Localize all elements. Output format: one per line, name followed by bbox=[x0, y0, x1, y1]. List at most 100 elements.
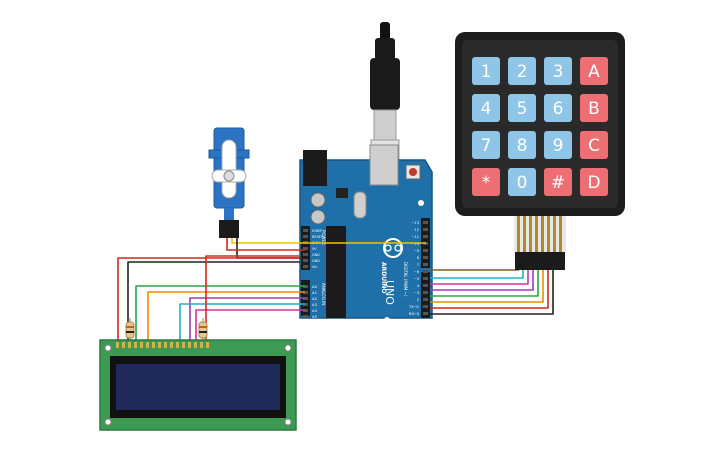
keypad-key-label: 6 bbox=[553, 99, 564, 119]
arduino-uno-board: ARDUINO UNO DIGITAL (PWM ~) POWER ANALOG… bbox=[299, 144, 433, 323]
keypad-key-face bbox=[508, 94, 536, 122]
digital-pin-label: 8 bbox=[417, 256, 420, 260]
board-model-label: UNO bbox=[383, 280, 396, 305]
digital-pin-label: ~5 bbox=[414, 277, 419, 281]
keypad-key: 6 bbox=[544, 94, 572, 122]
wire-keypad-3 bbox=[430, 270, 529, 285]
keypad-key: A bbox=[580, 57, 608, 85]
ribbon-strand bbox=[523, 216, 526, 252]
keypad-ribbon bbox=[514, 216, 566, 252]
digital-pin bbox=[423, 221, 428, 224]
capacitor bbox=[310, 192, 326, 208]
wire-servo-gnd bbox=[236, 238, 305, 259]
servo-motor bbox=[208, 127, 250, 238]
lcd-pin bbox=[128, 342, 131, 348]
lcd-pin bbox=[176, 342, 179, 348]
ribbon-base bbox=[514, 216, 566, 252]
power-header-label: POWER bbox=[321, 230, 326, 245]
keypad-key-label: D bbox=[587, 173, 600, 193]
keypad-key-face bbox=[508, 168, 536, 196]
ribbon-strand bbox=[559, 216, 562, 252]
arduino-logo bbox=[383, 238, 403, 258]
analog-pin bbox=[303, 309, 308, 312]
keypad-key-face bbox=[580, 168, 608, 196]
power-pin-label: Vin bbox=[312, 265, 317, 269]
analog-pin-label: A0 bbox=[312, 284, 318, 289]
digital-pin-label: 2 bbox=[417, 298, 419, 302]
keypad-key: 7 bbox=[472, 131, 500, 159]
digital-pin-label: ~9 bbox=[414, 249, 420, 253]
power-pin bbox=[303, 265, 308, 268]
analog-pin bbox=[303, 285, 308, 288]
keypad-key: 4 bbox=[472, 94, 500, 122]
wire-keypad-7 bbox=[430, 270, 549, 309]
analog-pin-label: A4 bbox=[312, 308, 318, 313]
digital-pin-label: ~11 bbox=[411, 235, 419, 239]
digital-pin bbox=[423, 228, 428, 231]
keypad-key-label: 1 bbox=[481, 62, 492, 82]
ribbon-strand bbox=[547, 216, 550, 252]
digital-header-label: DIGITAL (PWM ~) bbox=[403, 262, 408, 297]
wire-lcd-5v bbox=[117, 257, 300, 345]
board-brand-label: ARDUINO bbox=[380, 262, 387, 293]
keypad-key: 8 bbox=[508, 131, 536, 159]
keypad-key-label: 2 bbox=[517, 62, 528, 82]
lcd-screen bbox=[116, 364, 280, 410]
digital-pin-label: ~13 bbox=[411, 221, 419, 225]
power-pin-label: IOREF bbox=[312, 229, 322, 233]
keypad-key: B bbox=[580, 94, 608, 122]
keypad-key-face bbox=[472, 94, 500, 122]
lcd-pin bbox=[188, 342, 191, 348]
ribbon-strand bbox=[541, 216, 544, 252]
analog-pin-label: A2 bbox=[312, 296, 318, 301]
wire-keypad-4 bbox=[430, 270, 534, 291]
wire-lcd-a0 bbox=[135, 285, 305, 345]
servo-connector bbox=[219, 220, 239, 238]
wire-lcd-a5 bbox=[205, 255, 300, 345]
keypad-key-label: 5 bbox=[517, 99, 528, 119]
lcd-pin bbox=[146, 342, 149, 348]
wire-lcd-a1 bbox=[147, 291, 305, 345]
digital-pin bbox=[423, 249, 428, 252]
resistor-right bbox=[198, 318, 208, 345]
capacitor bbox=[310, 209, 326, 225]
lcd-pin bbox=[152, 342, 155, 348]
digital-pin bbox=[423, 256, 428, 259]
digital-pin bbox=[423, 284, 428, 287]
keypad-key-face bbox=[580, 57, 608, 85]
digital-pin-label: TX→1 bbox=[408, 305, 419, 309]
lcd-pin bbox=[164, 342, 167, 348]
keypad-connector bbox=[515, 252, 565, 270]
power-pin bbox=[303, 259, 308, 262]
keypad-key: 1 bbox=[472, 57, 500, 85]
lcd-pin bbox=[182, 342, 185, 348]
keypad-key-label: 4 bbox=[481, 99, 492, 119]
digital-pin bbox=[423, 270, 428, 273]
lcd-header-pins bbox=[116, 342, 209, 348]
keypad-key: D bbox=[580, 168, 608, 196]
keypad-key-label: 7 bbox=[481, 136, 492, 156]
keypad-key: C bbox=[580, 131, 608, 159]
keypad-key-label: B bbox=[588, 99, 600, 119]
keypad-key-label: C bbox=[588, 136, 600, 156]
lcd-pin bbox=[206, 342, 209, 348]
power-pin-label: GND bbox=[312, 253, 320, 257]
lcd-pin bbox=[122, 342, 125, 348]
power-pin bbox=[303, 253, 308, 256]
ribbon-strand bbox=[553, 216, 556, 252]
analog-pin-label: A3 bbox=[312, 302, 318, 307]
analog-pin bbox=[303, 291, 308, 294]
keypad-key: 9 bbox=[544, 131, 572, 159]
keypad-key-face bbox=[472, 57, 500, 85]
ribbon-strand bbox=[529, 216, 532, 252]
crystal bbox=[353, 191, 367, 219]
digital-pin bbox=[423, 263, 428, 266]
keypad-key: 5 bbox=[508, 94, 536, 122]
digital-pin bbox=[423, 291, 428, 294]
analog-pin bbox=[303, 315, 308, 318]
power-pin-label: 5V bbox=[312, 247, 317, 251]
